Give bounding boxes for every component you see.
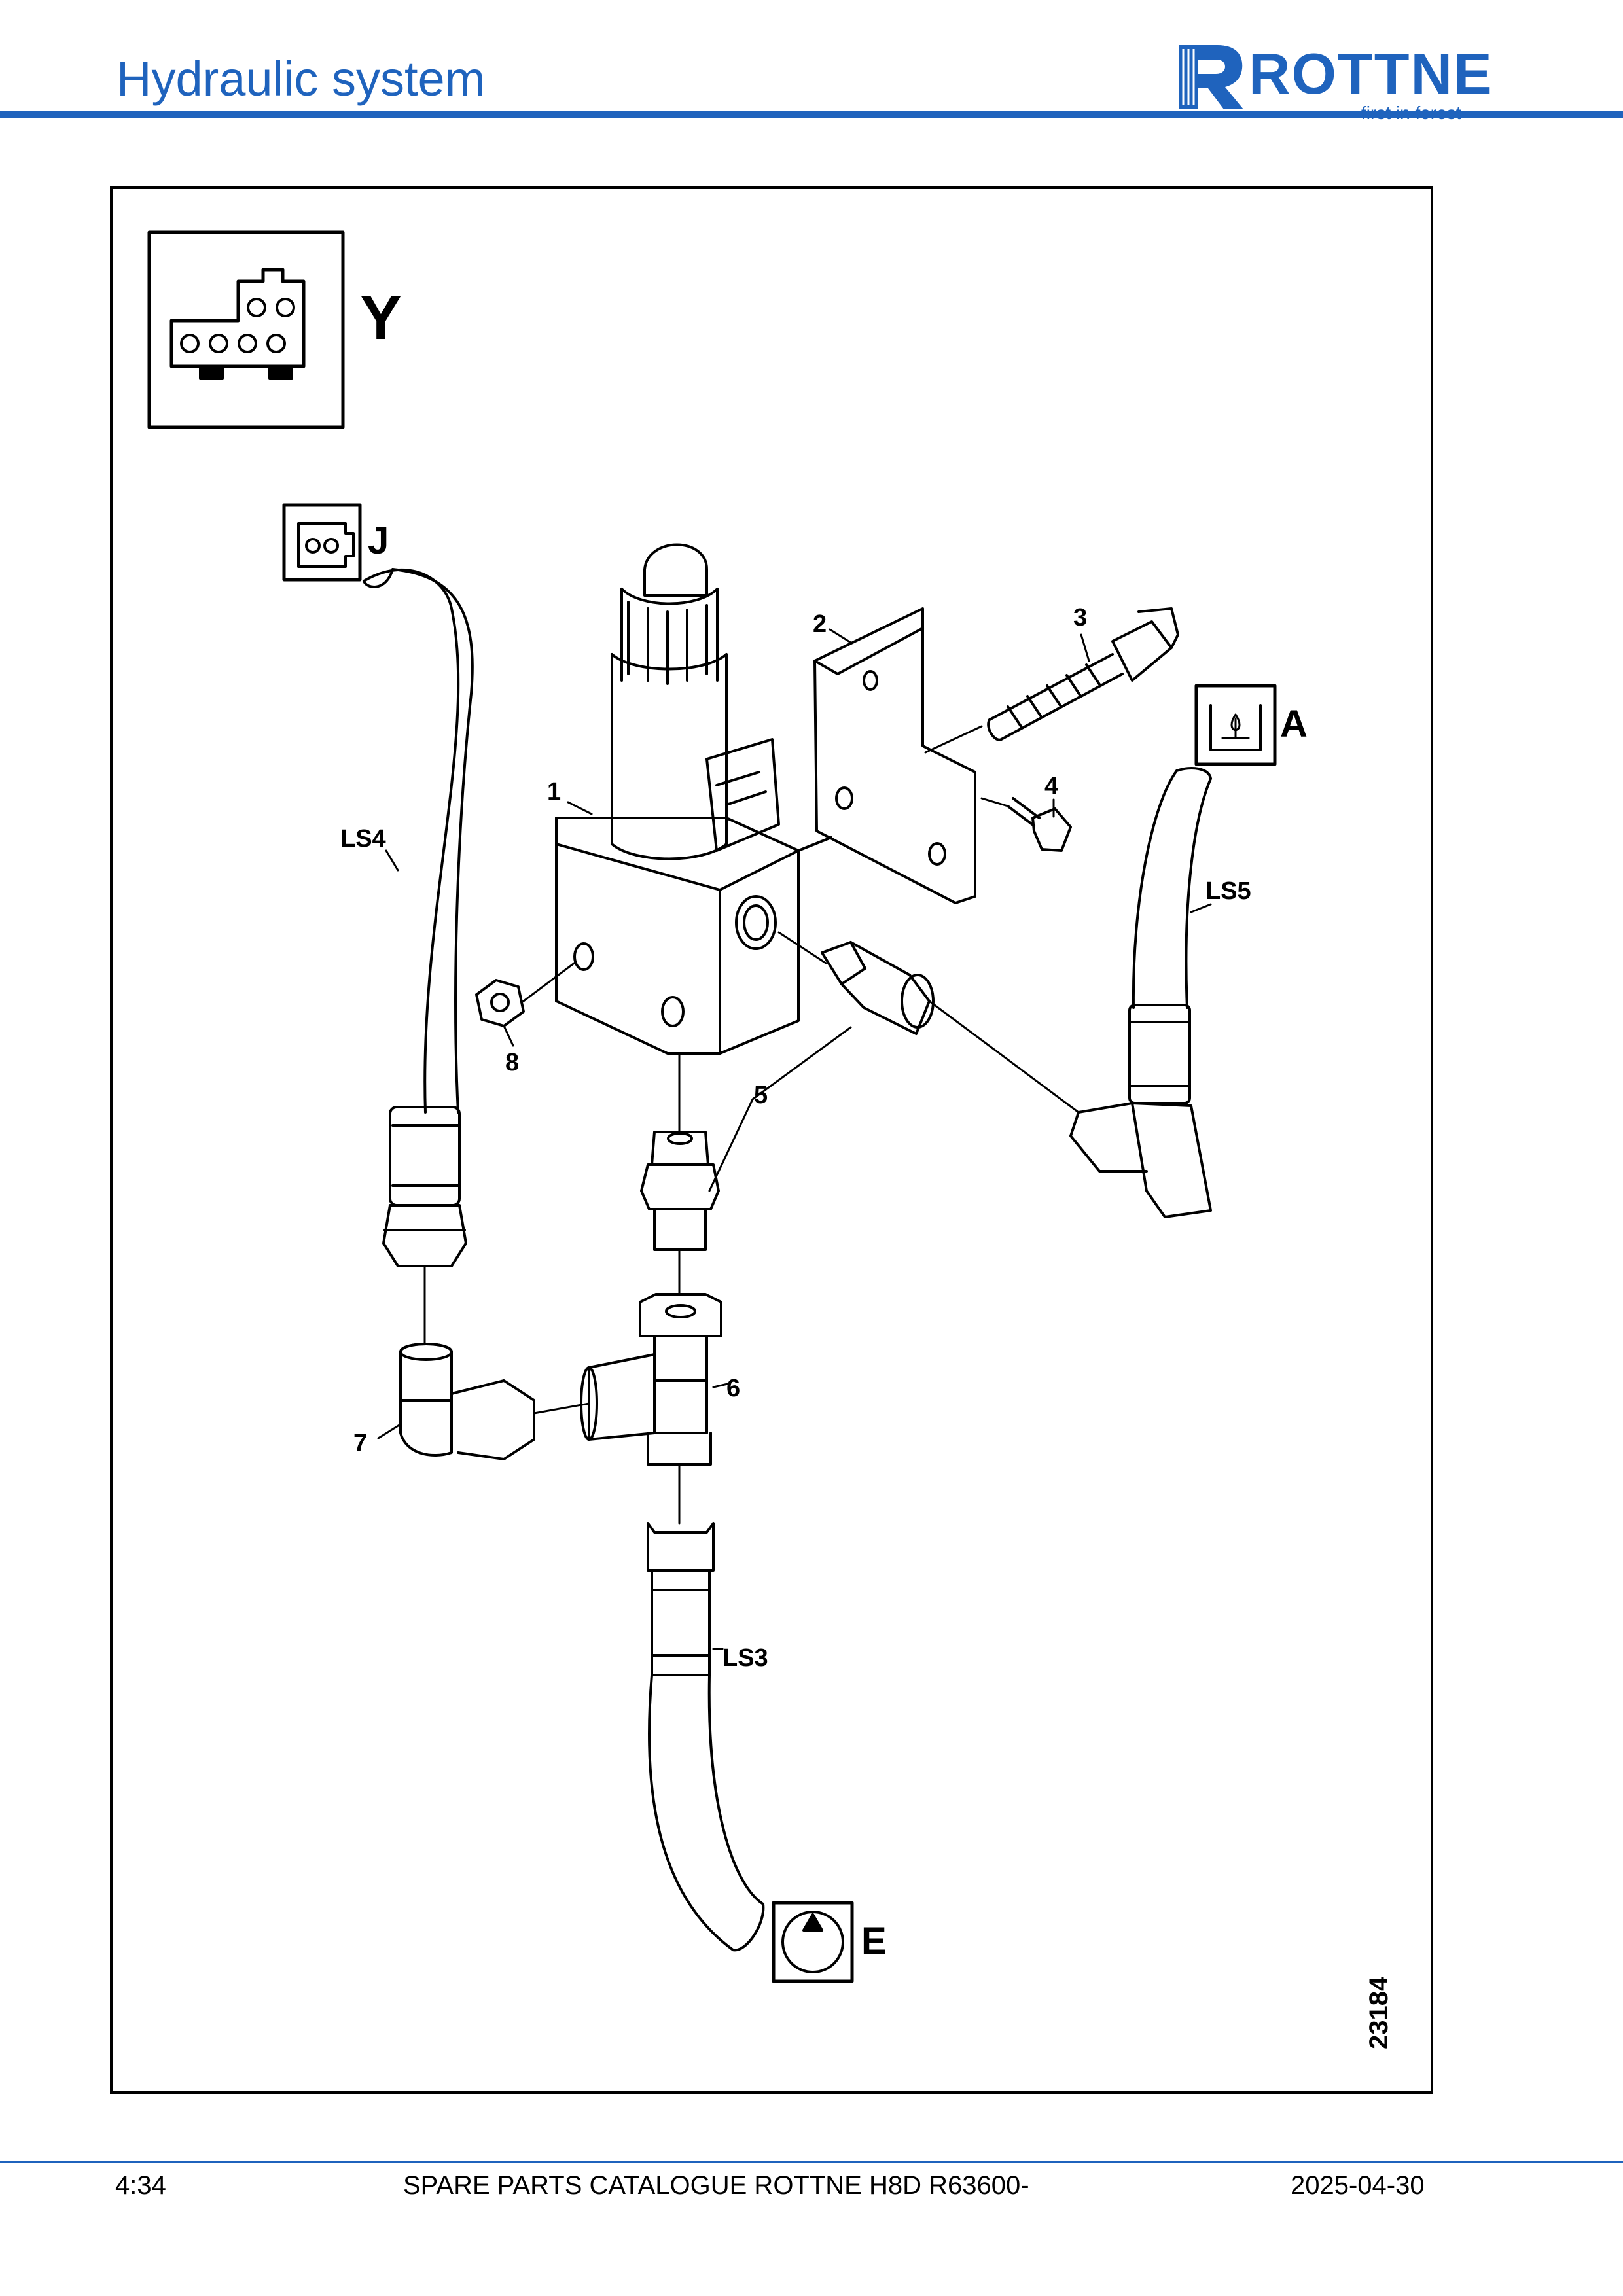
callout-4: 4 (1044, 773, 1058, 800)
callout-2: 2 (813, 610, 827, 638)
connector-y-label: Y (360, 283, 402, 353)
callout-1: 1 (547, 778, 561, 805)
drawing-number: 23184 (1364, 1976, 1393, 2049)
hose-ls3 (647, 1522, 765, 1952)
tank-symbol-icon (1194, 684, 1277, 766)
callout-leaders (377, 628, 1212, 1650)
mounting-bracket (813, 607, 976, 904)
connector-j-label: J (368, 520, 389, 562)
hose-ls3-label: LS3 (722, 1644, 768, 1672)
hose-ls4-label: LS4 (340, 825, 386, 853)
page-title: Hydraulic system (116, 52, 486, 106)
callout-3: 3 (1073, 604, 1087, 631)
assembly-lines (423, 725, 1080, 1525)
elbow-fitting (399, 1343, 535, 1460)
connector-j-icon (282, 503, 362, 582)
adapter-lower (640, 1131, 720, 1251)
hose-ls4 (363, 568, 474, 1267)
tee-fitting (580, 1293, 722, 1466)
header-rule (0, 111, 1623, 118)
footer-rule (0, 2161, 1623, 2163)
callout-5: 5 (754, 1082, 768, 1109)
logo-wordmark: ROTTNE (1249, 41, 1493, 106)
callout-8: 8 (505, 1049, 519, 1076)
footer-page-number: 4:34 (115, 2171, 166, 2200)
symbol-e-label: E (861, 1920, 887, 1962)
callout-6: 6 (726, 1375, 740, 1402)
hose-ls5-label: LS5 (1205, 877, 1251, 905)
adapter-right (821, 941, 935, 1035)
footer-catalogue-title: SPARE PARTS CATALOGUE ROTTNE H8D R63600- (403, 2171, 1029, 2200)
nut-flange (475, 979, 525, 1027)
diagram-frame (110, 186, 1433, 2094)
pump-symbol-icon (772, 1901, 854, 1983)
symbol-a-label: A (1280, 703, 1308, 745)
bolt-long (987, 607, 1179, 741)
callout-7: 7 (353, 1430, 367, 1457)
solenoid-valve-block (555, 543, 832, 1055)
hose-ls5 (1069, 767, 1212, 1218)
connector-y-icon (147, 230, 345, 429)
rottne-r-mark-icon (1179, 45, 1243, 109)
footer-date: 2025-04-30 (1291, 2171, 1425, 2200)
screw-small (1007, 797, 1072, 852)
